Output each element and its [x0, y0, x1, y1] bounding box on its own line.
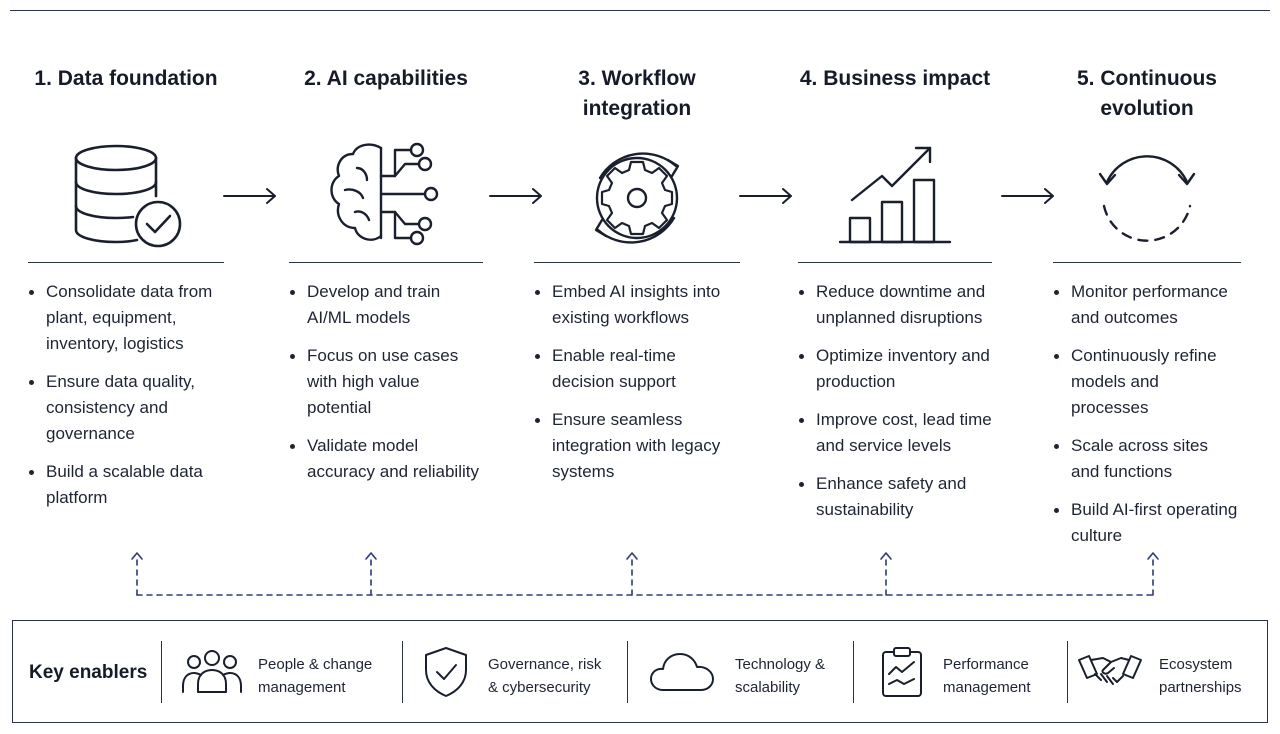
- bullet-item: Enable real-time decision support: [534, 343, 740, 395]
- flow-arrow-icon: [489, 188, 542, 204]
- divider: [627, 641, 628, 703]
- stage-title: 2. AI capabilities: [304, 67, 468, 90]
- database-check-icon: [74, 144, 182, 248]
- enabler-technology: Technology & scalability: [649, 637, 849, 707]
- stage-title: 1. Data foundation: [34, 67, 218, 90]
- flow-arrow-icon: [1001, 188, 1054, 204]
- key-enablers-panel: Key enablers People & change management …: [12, 620, 1268, 723]
- handshake-icon: [1078, 655, 1142, 685]
- people-group-icon: [182, 650, 242, 693]
- bullet-item: Ensure data quality, consistency and gov…: [28, 369, 224, 447]
- bullet-item: Consolidate data from plant, equipment, …: [28, 279, 224, 357]
- flow-arrow-icon: [739, 188, 792, 204]
- bullet-item: Monitor performance and outcomes: [1053, 279, 1241, 331]
- enabler-ecosystem: Ecosystem partnerships: [1077, 637, 1263, 707]
- bullet-item: Build AI-first operating culture: [1053, 497, 1241, 549]
- bullet-item: Ensure seamless integration with legacy …: [534, 407, 740, 485]
- clipboard-chart-icon: [882, 647, 922, 697]
- bullet-list: Monitor performance and outcomes Continu…: [1053, 279, 1241, 561]
- divider: [1067, 641, 1068, 703]
- bullet-item: Enhance safety and sustainability: [798, 471, 992, 523]
- stage-title: 3. Workflow integration: [578, 67, 696, 120]
- bullet-item: Scale across sites and functions: [1053, 433, 1241, 485]
- stage-divider: [28, 262, 224, 263]
- cloud-icon: [650, 653, 714, 691]
- bullet-list: Develop and train AI/ML models Focus on …: [289, 279, 483, 497]
- bullet-item: Embed AI insights into existing workflow…: [534, 279, 740, 331]
- stage-title: 5. Continuous evolution: [1077, 67, 1217, 120]
- bullet-item: Validate model accuracy and reliability: [289, 433, 483, 485]
- bullet-item: Reduce downtime and unplanned disruption…: [798, 279, 992, 331]
- enabler-label: Ecosystem partnerships: [1159, 656, 1242, 696]
- bullet-item: Continuously refine models and processes: [1053, 343, 1241, 421]
- gear-cycle-icon: [594, 152, 680, 244]
- bullet-item: Optimize inventory and production: [798, 343, 992, 395]
- divider: [853, 641, 854, 703]
- enabler-label: Technology & scalability: [735, 656, 826, 696]
- top-rule: [10, 10, 1270, 11]
- stage-divider: [1053, 262, 1241, 263]
- enabler-performance: Performance management: [869, 637, 1069, 707]
- stage-divider: [289, 262, 483, 263]
- brain-circuit-icon: [330, 142, 439, 246]
- key-enablers-title: Key enablers: [29, 662, 148, 683]
- shield-check-icon: [425, 647, 467, 697]
- stage-divider: [534, 262, 740, 263]
- bullet-item: Build a scalable data platform: [28, 459, 224, 511]
- stage-title: 4. Business impact: [799, 67, 991, 90]
- enabler-label: People & change management: [258, 656, 373, 696]
- divider: [402, 641, 403, 703]
- flow-arrow-icon: [223, 188, 276, 204]
- feedback-connector: [131, 552, 1159, 596]
- bar-chart-growth-icon: [838, 146, 952, 244]
- enabler-label: Performance management: [943, 656, 1031, 696]
- bullet-list: Reduce downtime and unplanned disruption…: [798, 279, 992, 535]
- enabler-label: Governance, risk & cybersecurity: [488, 656, 602, 696]
- enabler-people: People & change management: [179, 637, 399, 707]
- bullet-list: Embed AI insights into existing workflow…: [534, 279, 740, 497]
- enabler-governance: Governance, risk & cybersecurity: [413, 637, 623, 707]
- divider: [161, 641, 162, 703]
- bullet-list: Consolidate data from plant, equipment, …: [28, 279, 224, 523]
- bullet-item: Improve cost, lead time and service leve…: [798, 407, 992, 459]
- cycle-arrows-icon: [1098, 155, 1196, 242]
- bullet-item: Focus on use cases with high value poten…: [289, 343, 483, 421]
- stage-divider: [798, 262, 992, 263]
- bullet-item: Develop and train AI/ML models: [289, 279, 483, 331]
